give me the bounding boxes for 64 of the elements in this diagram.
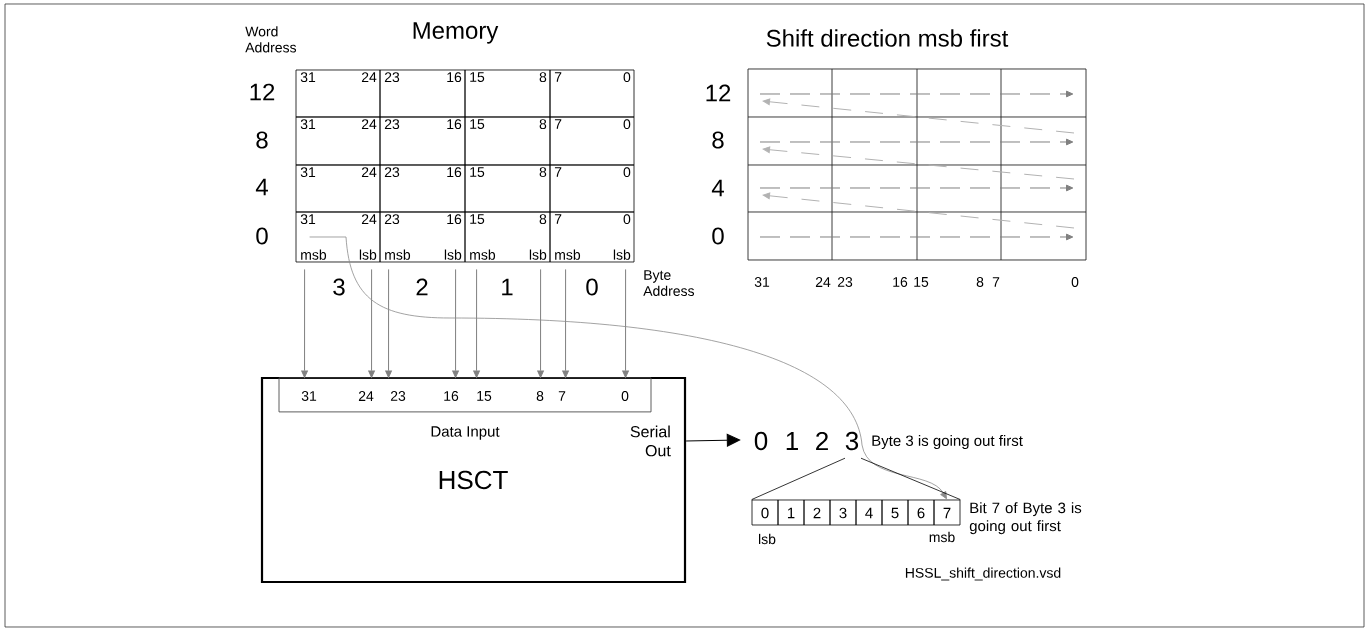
memory-cell: 15 8 msb lsb — [464, 211, 551, 263]
bit-number: 0 — [1071, 277, 1079, 287]
arrow — [562, 268, 569, 378]
byte-address-heading: Byte Address — [643, 270, 695, 296]
arrow — [309, 236, 947, 500]
bit-cell: 5 — [881, 499, 909, 526]
address-label: 0 — [712, 227, 724, 245]
bit-order-label: msb — [929, 531, 955, 543]
memory-cell: 7 0 msb lsb — [549, 211, 635, 263]
memory-cell: 31 24 — [295, 164, 381, 213]
arrow — [537, 268, 544, 378]
arrow — [385, 268, 392, 378]
file-name: HSSL_shift_direction.vsd — [905, 567, 1061, 581]
byte-number: 0 — [586, 278, 598, 296]
arrow — [452, 268, 459, 378]
memory-cell: 15 8 — [464, 164, 551, 213]
bit-number: 7 — [992, 277, 1000, 287]
bit-cell: 2 — [803, 499, 831, 526]
arrow — [685, 433, 741, 447]
memory-cell: 7 0 — [549, 164, 635, 213]
byte-number: 3 — [333, 278, 345, 296]
memory-cell: 23 16 msb lsb — [379, 211, 466, 263]
word-address-heading: Word Address — [245, 26, 297, 53]
memory-cell: 15 8 — [464, 116, 551, 166]
note: Bit 7 of Byte 3 is going out first — [969, 502, 1082, 535]
address-label: 4 — [255, 178, 268, 196]
memory-cell: 15 8 — [464, 69, 551, 118]
arrow — [473, 268, 480, 378]
memory-cell: 7 0 — [549, 69, 635, 118]
byte-number: 1 — [502, 278, 513, 296]
address-label: 12 — [706, 84, 731, 102]
memory-cell: 31 24 — [295, 116, 381, 166]
byte-number: 2 — [416, 278, 428, 296]
memory-cell: 31 24 — [295, 69, 381, 118]
byte-sequence: 0 1 2 3 Byte 3 is going out first — [754, 431, 1023, 451]
memory-cell: 31 24 msb lsb — [295, 211, 381, 263]
address-label: 0 — [256, 227, 268, 245]
bit-cell: 7 — [933, 499, 961, 526]
heading: Memory — [413, 22, 499, 44]
bit-cell: 0 — [751, 499, 779, 526]
address-label: 8 — [256, 131, 268, 149]
bit-number: 15 — [914, 277, 929, 287]
bit-order-label: lsb — [759, 533, 776, 545]
arrow — [301, 268, 308, 378]
address-label: 8 — [712, 131, 724, 149]
address-label: 12 — [250, 83, 275, 101]
node-label: Data Input — [431, 426, 500, 440]
bit-cell: 1 — [777, 499, 805, 526]
bit-cell: 6 — [907, 499, 935, 526]
bit-cell: 3 — [829, 499, 857, 526]
bit-cell: 4 — [855, 499, 883, 526]
memory-cell: 23 16 — [379, 164, 466, 213]
heading: Shift direction msb first — [766, 29, 1009, 47]
memory-cell: 23 16 — [379, 116, 466, 166]
address-label: 4 — [711, 179, 724, 197]
bit-number: 23 — [837, 277, 853, 287]
memory-cell: 23 16 — [379, 69, 466, 118]
bit-number: 16 — [893, 277, 908, 287]
bit-number: 8 — [976, 277, 984, 287]
bit-number: 31 — [754, 277, 770, 287]
memory-cell: 7 0 — [549, 116, 635, 166]
arrow — [622, 268, 629, 378]
bit-number: 24 — [815, 277, 831, 287]
arrow — [368, 268, 375, 378]
